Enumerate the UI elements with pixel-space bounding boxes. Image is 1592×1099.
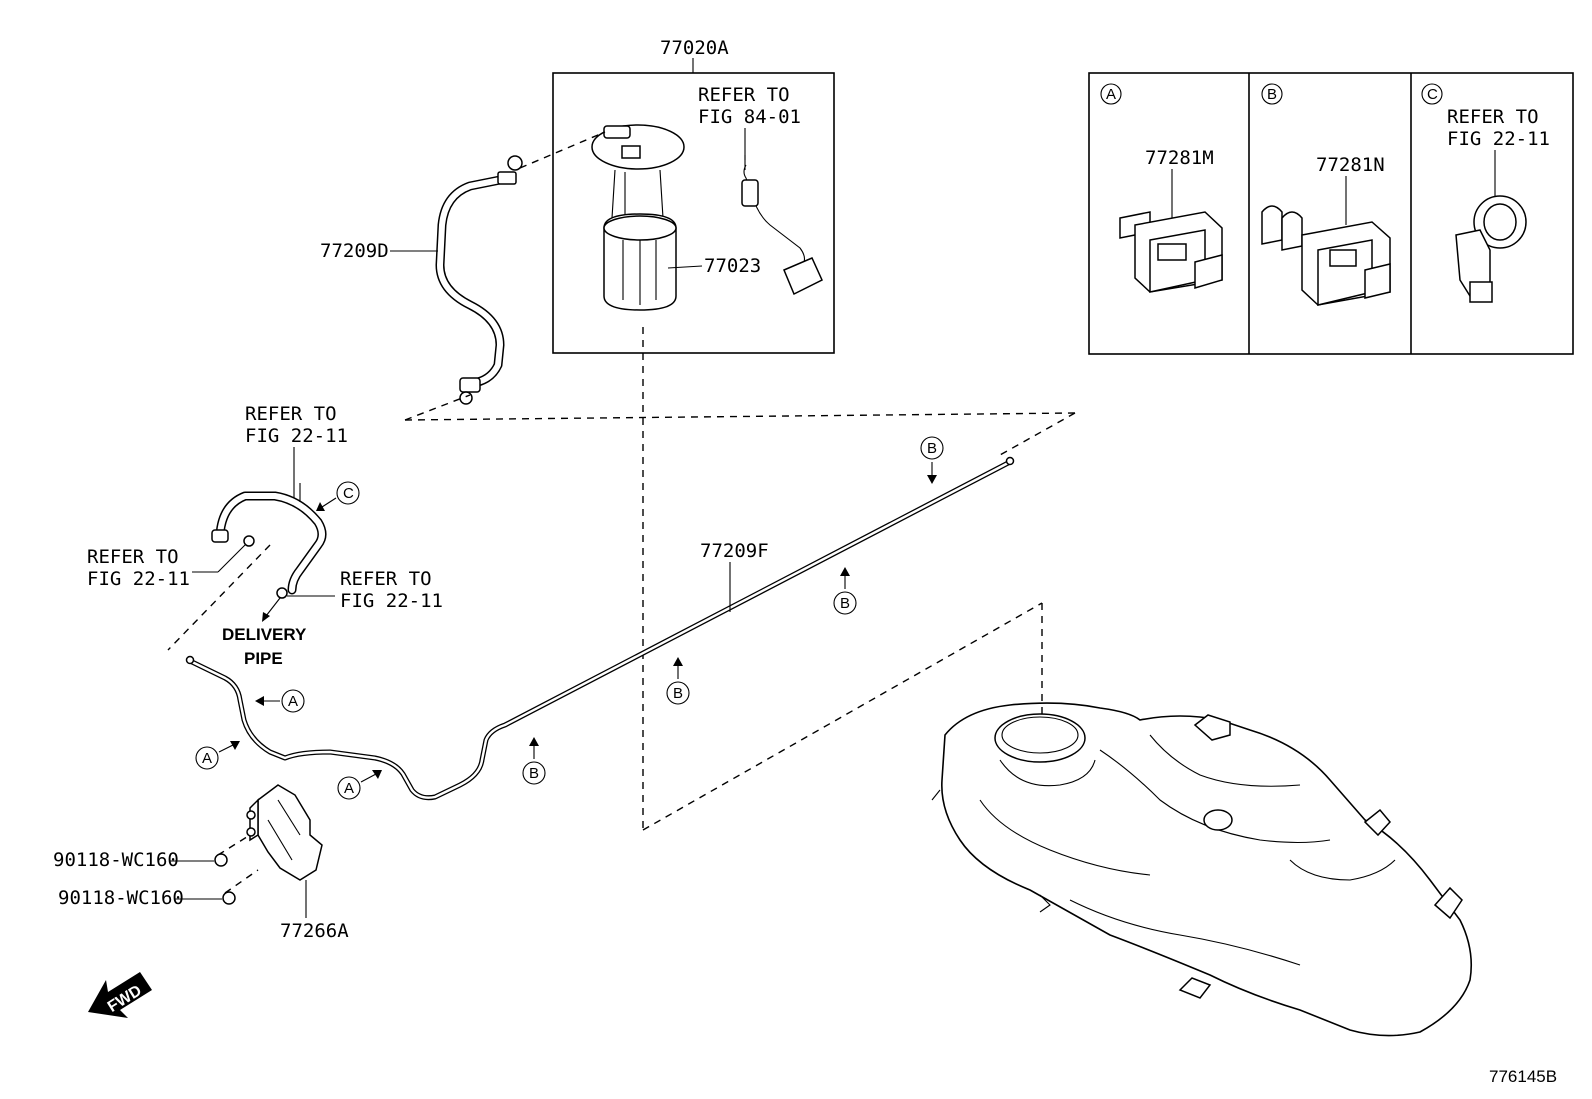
diagram-id: 776145B bbox=[1489, 1067, 1557, 1086]
refer-to-label-hose: REFER TO bbox=[245, 403, 337, 425]
fuel-pump-inset: 77020A 77023 REFER TO FIG 84-01 bbox=[552, 37, 835, 354]
fig-ref-22-11-hose: FIG 22-11 bbox=[245, 425, 348, 447]
callout-circle-b4 bbox=[522, 761, 546, 785]
callout-circle-a bbox=[1100, 83, 1122, 105]
fuel-hose-77209d bbox=[435, 155, 523, 405]
callout-label-b-legend: B bbox=[1267, 86, 1277, 103]
callout-c1: C bbox=[343, 485, 354, 502]
part-label-77209F: 77209F bbox=[700, 540, 769, 562]
protector-77266a-drawing bbox=[246, 784, 323, 881]
assembly-dash-lines bbox=[167, 327, 1076, 831]
callout-a2: A bbox=[202, 750, 212, 767]
delivery-pipe-line1: DELIVERY bbox=[222, 625, 307, 644]
fig-ref-22-11-legend: FIG 22-11 bbox=[1447, 128, 1550, 150]
callout-a1: A bbox=[288, 693, 298, 710]
part-label-77209D: 77209D bbox=[320, 240, 389, 262]
nut2-dashline bbox=[224, 869, 259, 894]
fuel-pump-drawing bbox=[591, 124, 685, 311]
nut-icon-1 bbox=[214, 853, 228, 867]
callout-circle-b-legend bbox=[1261, 83, 1283, 105]
fwd-arrow: FWD bbox=[88, 972, 152, 1018]
part-label-90118-1: 90118-WC160 bbox=[53, 849, 179, 871]
callout-b4: B bbox=[529, 765, 539, 782]
part-label-77023: 77023 bbox=[704, 255, 761, 277]
callout-circle-a2 bbox=[195, 746, 219, 770]
callout-b3: B bbox=[673, 685, 683, 702]
refer-to-label-mid: REFER TO bbox=[340, 568, 432, 590]
fuel-tank-drawing bbox=[931, 702, 1473, 1037]
callout-b2: B bbox=[840, 595, 850, 612]
callout-circle-b2 bbox=[833, 591, 857, 615]
callout-circle-a3 bbox=[337, 776, 361, 800]
delivery-pipe-line2: PIPE bbox=[244, 649, 283, 668]
callout-circle-b3 bbox=[666, 681, 690, 705]
fuel-sender-drawing bbox=[741, 155, 823, 296]
clamp-callouts: B B B B A A A C bbox=[195, 436, 944, 800]
hose-to-pump-dashline bbox=[519, 131, 606, 169]
clamp-legend-table: A 77281M B 77281N C REFER TO FIG 22-11 bbox=[1088, 72, 1574, 355]
callout-circle-c1 bbox=[336, 481, 360, 505]
callout-circle-b1 bbox=[920, 436, 944, 460]
callout-b1: B bbox=[927, 440, 937, 457]
refer-to-label: REFER TO bbox=[698, 84, 790, 106]
fig-ref-22-11-mid: FIG 22-11 bbox=[340, 590, 443, 612]
clamp-77281n-drawing bbox=[1261, 205, 1391, 306]
part-label-77020A: 77020A bbox=[660, 37, 729, 59]
callout-label-c-legend: C bbox=[1427, 86, 1438, 103]
refer-to-label-c: REFER TO bbox=[1447, 106, 1539, 128]
nut1-dashline bbox=[217, 834, 251, 856]
fig-ref-22-11-left: FIG 22-11 bbox=[87, 568, 190, 590]
part-label-77281M: 77281M bbox=[1145, 147, 1214, 169]
part-label-90118-2: 90118-WC160 bbox=[58, 887, 184, 909]
nut-icon-2 bbox=[222, 891, 236, 905]
callout-circle-c-legend bbox=[1421, 83, 1443, 105]
part-label-77266A: 77266A bbox=[280, 920, 349, 942]
callout-label-a: A bbox=[1106, 86, 1116, 103]
fuel-pipe-77209f bbox=[185, 456, 1015, 801]
callout-circle-a1 bbox=[281, 689, 305, 713]
delivery-arrow bbox=[262, 612, 270, 622]
fig-ref-84-01: FIG 84-01 bbox=[698, 106, 801, 128]
refer-to-label-left: REFER TO bbox=[87, 546, 179, 568]
callout-a3: A bbox=[344, 780, 354, 797]
clamp-c-drawing bbox=[1455, 195, 1527, 303]
part-label-77281N: 77281N bbox=[1316, 154, 1385, 176]
delivery-hose bbox=[211, 483, 327, 599]
clamp-77281m-drawing bbox=[1119, 211, 1223, 293]
